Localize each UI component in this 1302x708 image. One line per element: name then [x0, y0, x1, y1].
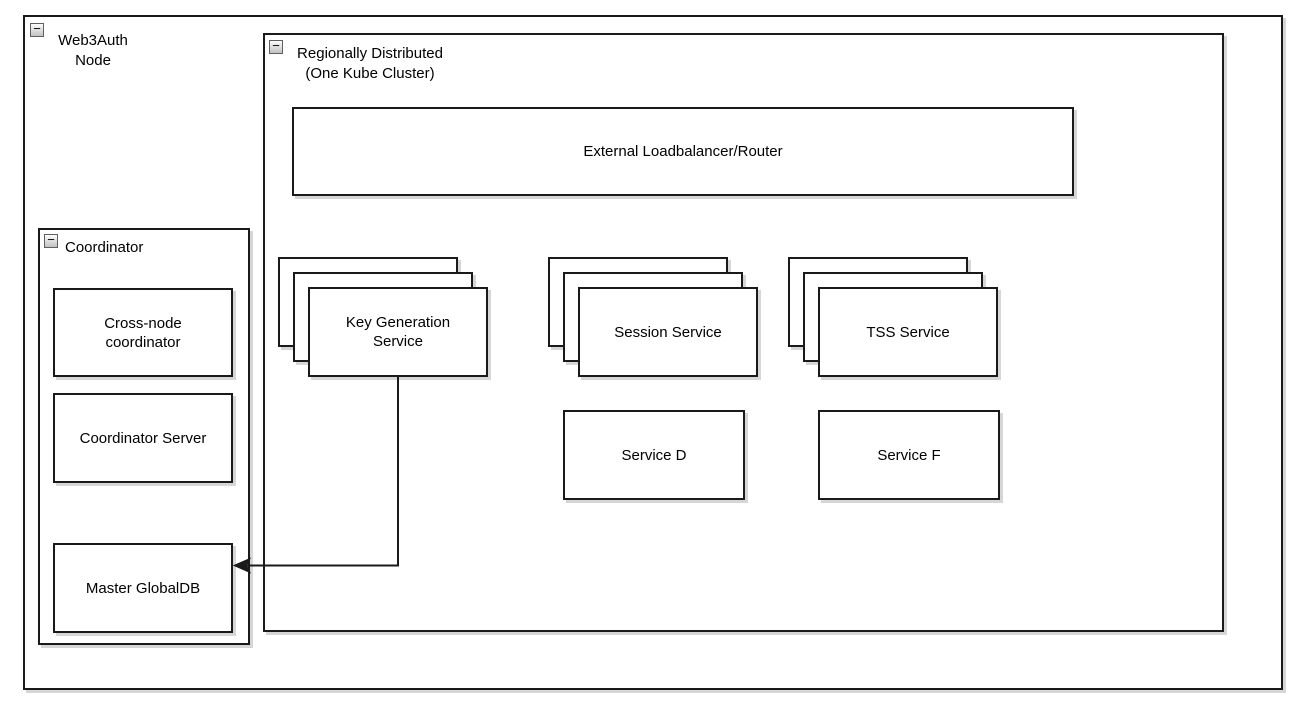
node-coordinator-server[interactable]: Coordinator Server — [53, 393, 233, 483]
collapse-button-regionally-distributed[interactable]: − — [269, 38, 283, 54]
node-master-globaldb[interactable]: Master GlobalDB — [53, 543, 233, 633]
node-label: Service F — [877, 446, 941, 464]
minus-icon: − — [47, 232, 55, 247]
node-label: Coordinator Server — [79, 429, 207, 447]
node-label: Master GlobalDB — [85, 579, 201, 597]
node-session-service[interactable]: Session Service — [578, 287, 758, 377]
node-label: Service D — [621, 446, 687, 464]
node-label: External Loadbalancer/Router — [583, 143, 783, 160]
minus-icon: − — [33, 21, 41, 36]
node-service-f[interactable]: Service F — [818, 410, 1000, 500]
node-key-generation-service[interactable]: Key Generation Service — [308, 287, 488, 377]
node-label: Cross-node coordinator — [104, 314, 182, 351]
node-service-d[interactable]: Service D — [563, 410, 745, 500]
node-label: Session Service — [614, 323, 722, 341]
node-tss-service[interactable]: TSS Service — [818, 287, 998, 377]
group-label-regionally-distributed: Regionally Distributed (One Kube Cluster… — [297, 45, 443, 82]
node-cross-node-coordinator[interactable]: Cross-node coordinator — [53, 288, 233, 377]
minus-icon: − — [272, 38, 280, 53]
collapse-button-coordinator[interactable]: − — [44, 232, 58, 248]
group-label-web3auth-node: Web3Auth Node — [58, 32, 128, 69]
node-external-loadbalancer[interactable]: External Loadbalancer/Router — [292, 107, 1074, 196]
node-label: Key Generation Service — [345, 314, 451, 350]
collapse-button-web3auth-node[interactable]: − — [30, 21, 44, 37]
node-label: TSS Service — [866, 323, 950, 341]
group-label-coordinator: Coordinator — [65, 239, 144, 256]
